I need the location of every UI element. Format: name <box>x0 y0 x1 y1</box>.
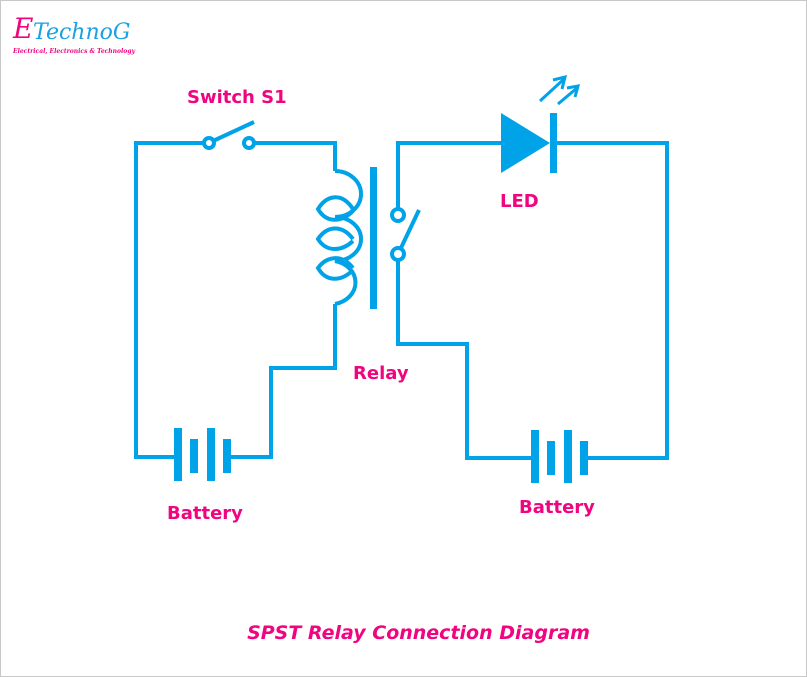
wire-battery-to-led <box>555 141 669 460</box>
logo-tagline: Electrical, Electronics & Technology <box>13 48 135 55</box>
logo-name: TechnoG <box>33 20 131 45</box>
battery-right-symbol <box>531 430 588 483</box>
label-battery-left: Battery <box>167 503 243 524</box>
relay-coil-symbol <box>315 169 363 306</box>
logo-letter: E <box>13 12 34 45</box>
label-switch: Switch S1 <box>187 87 287 108</box>
wire-left-top <box>134 141 204 459</box>
label-relay: Relay <box>353 363 409 384</box>
led-symbol <box>501 74 581 173</box>
wire-contact-to-led <box>396 141 501 209</box>
wire-contact-to-battery <box>396 260 531 460</box>
wire-coil-to-battery <box>231 304 337 459</box>
relay-contact-symbol <box>390 207 421 262</box>
relay-core <box>370 167 377 309</box>
label-led: LED <box>500 191 539 212</box>
label-battery-right: Battery <box>519 497 595 518</box>
wire-switch-to-coil <box>254 141 337 171</box>
diagram-caption: SPST Relay Connection Diagram <box>247 622 590 644</box>
switch-s1-symbol <box>202 120 256 150</box>
battery-left-symbol <box>174 428 231 481</box>
